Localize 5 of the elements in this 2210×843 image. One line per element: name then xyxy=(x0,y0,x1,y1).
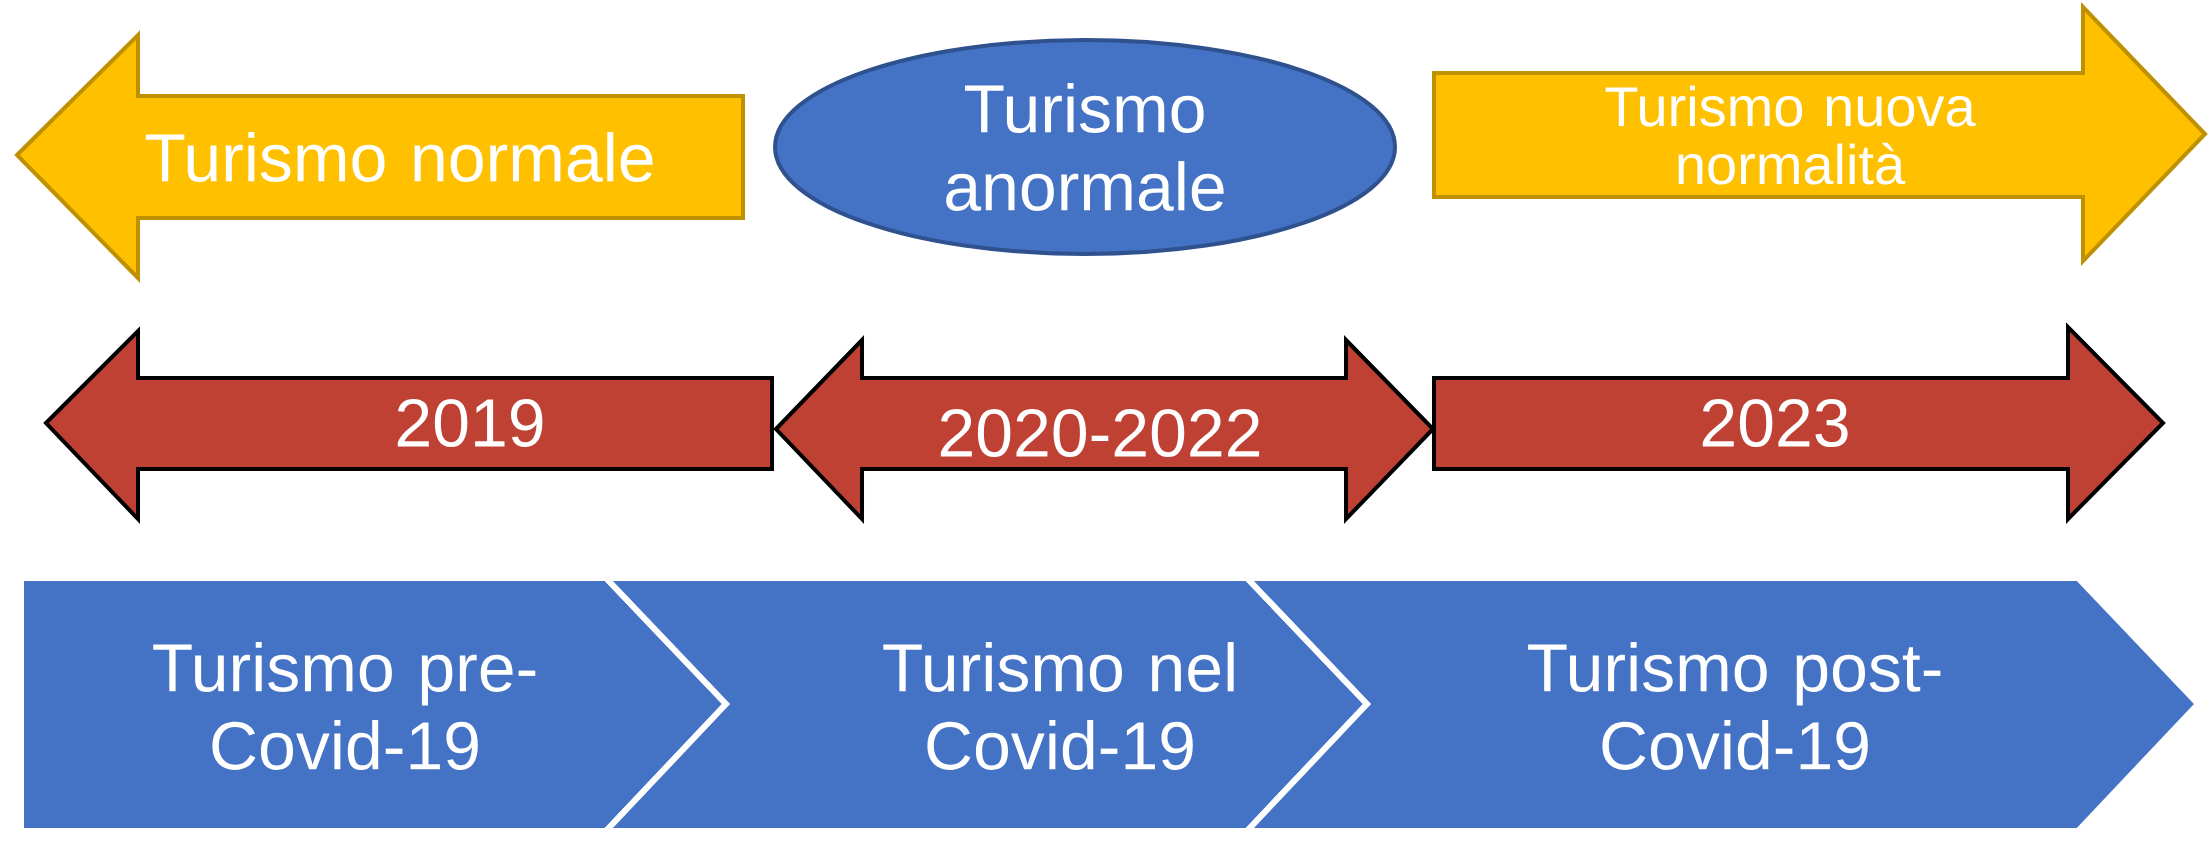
node-label: Turismo post-Covid-19 xyxy=(1528,642,1941,770)
pointed-banner: Turismo nuova normalità xyxy=(1432,2,2208,266)
pointed-banner: 2023 xyxy=(1432,322,2166,524)
node-label: Turismo nel Covid-19 xyxy=(883,642,1234,770)
node-label: Turismo pre-Covid-19 xyxy=(153,642,536,770)
